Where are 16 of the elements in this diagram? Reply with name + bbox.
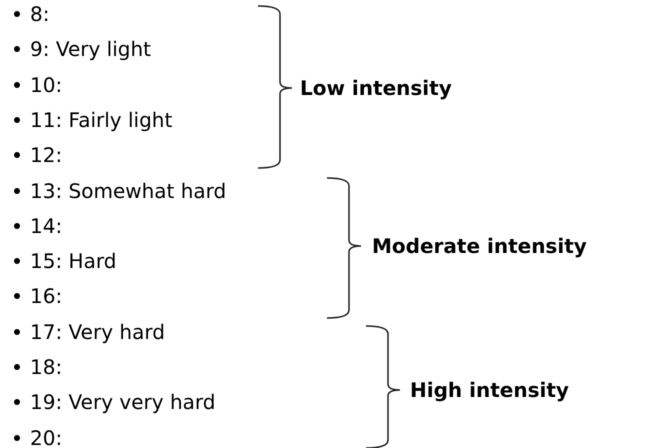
list-item: 16: xyxy=(30,284,62,308)
list-item: 17: Very hard xyxy=(30,320,165,344)
list-item: 12: xyxy=(30,143,62,168)
list-item: 20: xyxy=(30,426,62,448)
list-item: 19: Very very hard xyxy=(30,390,216,414)
list-item: 13: Somewhat hard xyxy=(30,178,226,202)
list-item: 18: xyxy=(30,355,62,379)
group-heading: Moderate intensity xyxy=(372,234,587,258)
group-heading: High intensity xyxy=(410,378,569,402)
list-item: 8: xyxy=(30,2,50,26)
list-item: 15: Hard xyxy=(30,249,116,274)
list-item: 14: xyxy=(30,214,62,238)
group-heading: Low intensity xyxy=(300,76,452,100)
list-item: 10: xyxy=(30,72,62,97)
list-item: 9: Very light xyxy=(30,37,151,62)
list-item: 11: Fairly light xyxy=(30,108,172,132)
